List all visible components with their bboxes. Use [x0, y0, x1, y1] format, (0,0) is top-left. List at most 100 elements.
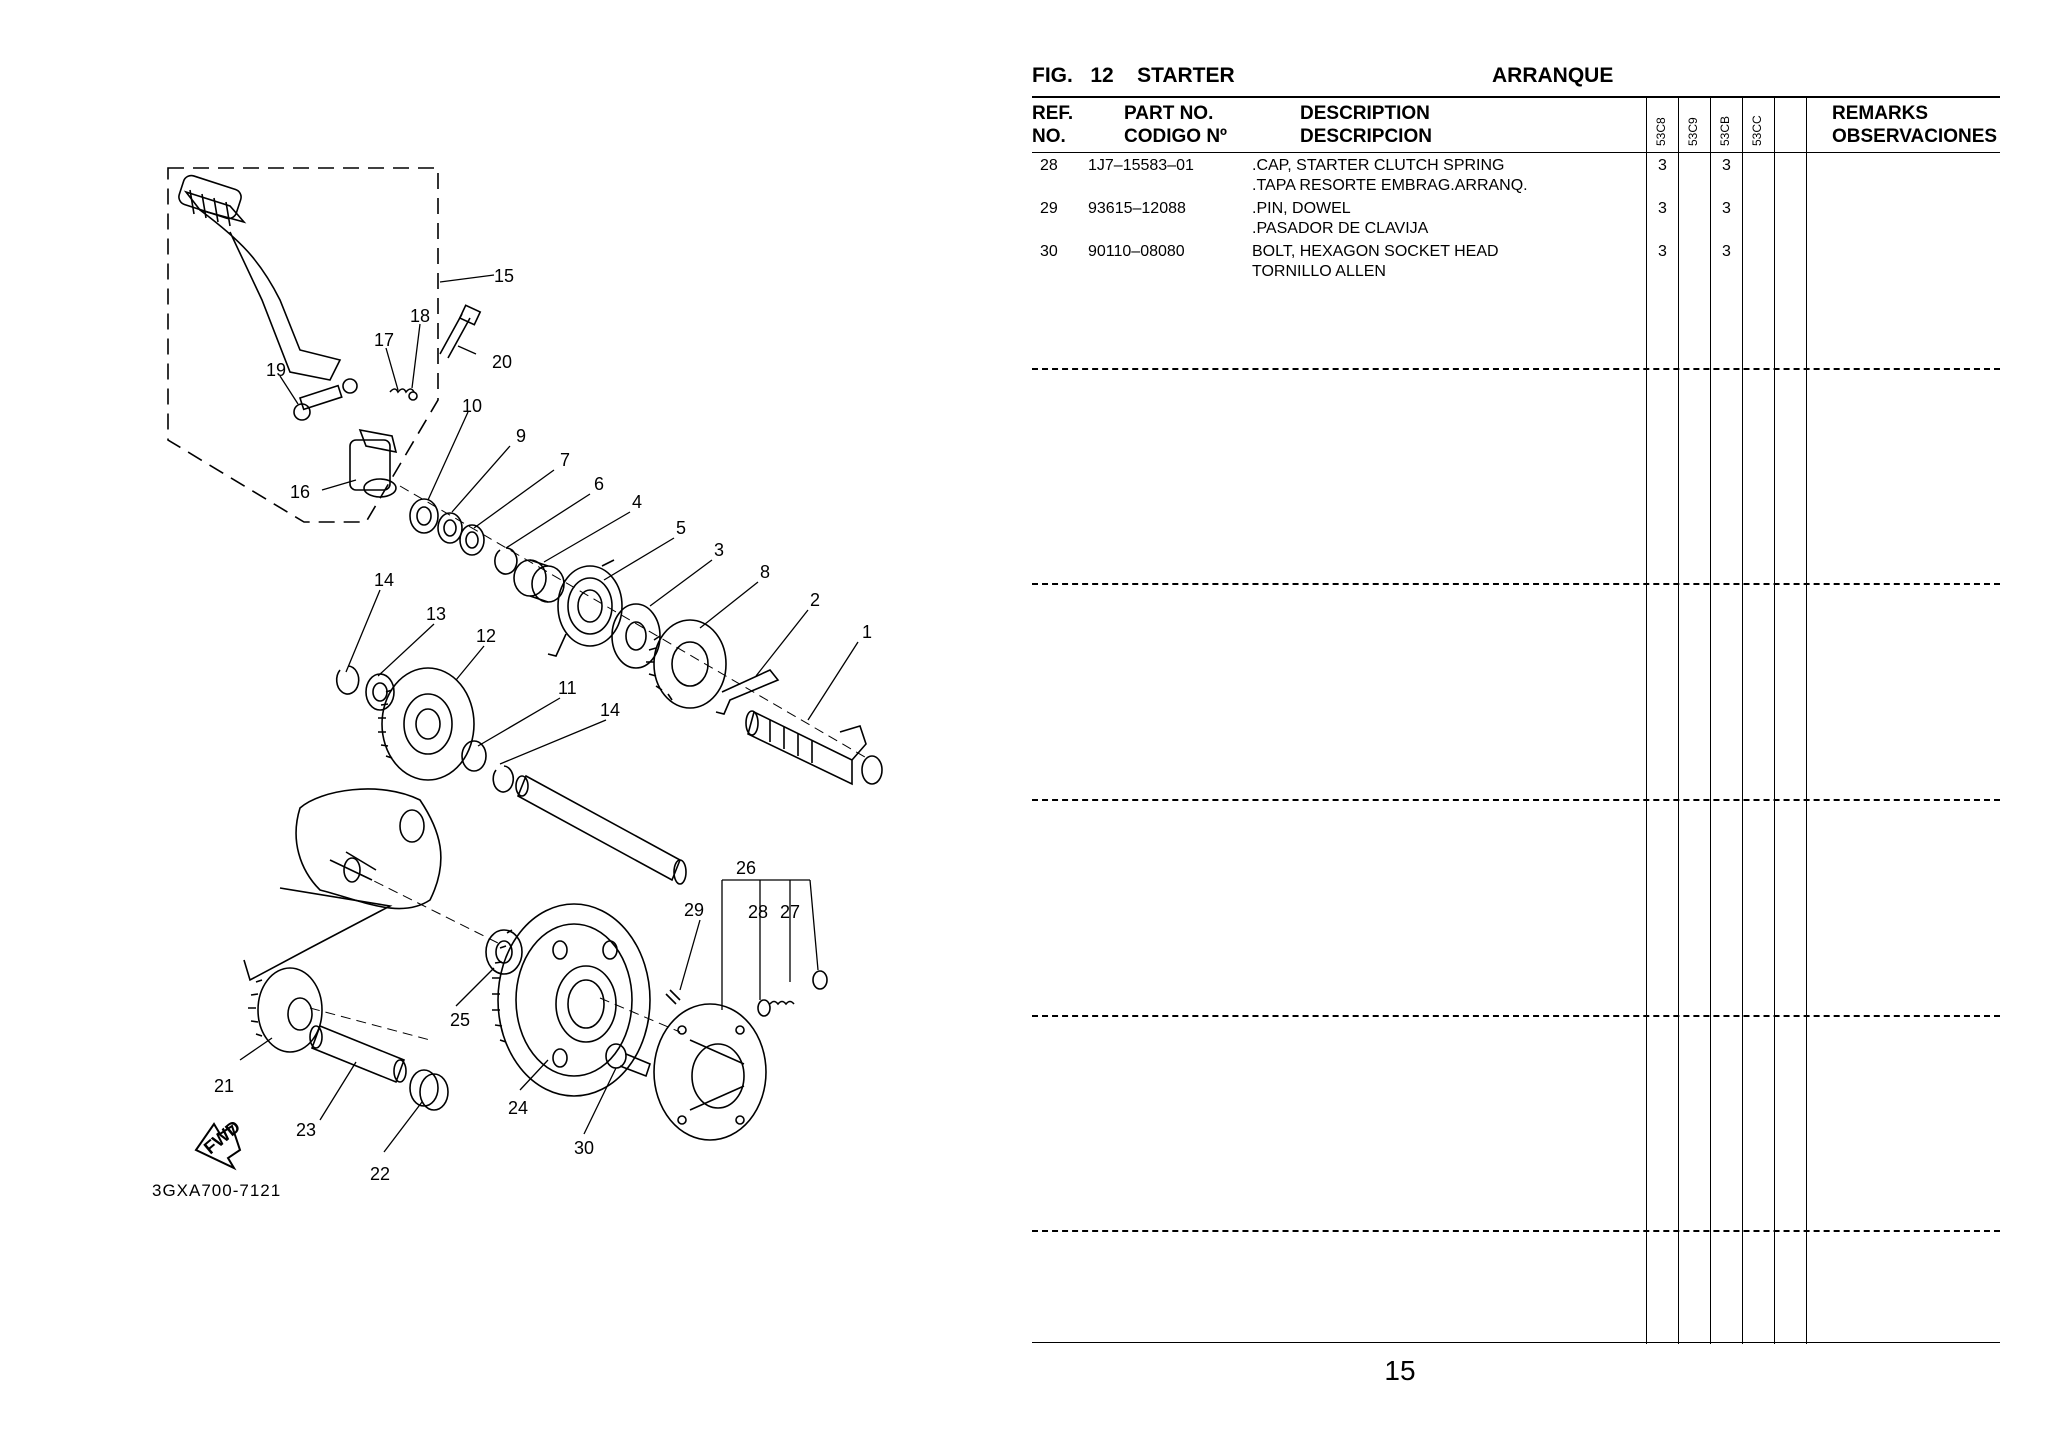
header-description: DESCRIPTION DESCRIPCION — [1300, 103, 1432, 147]
col-rule-5 — [1774, 96, 1775, 1344]
diagram-code: 3GXA700-7121 — [152, 1181, 281, 1200]
circlip-upper — [335, 665, 360, 695]
callout-25: 25 — [450, 1010, 470, 1030]
shaft-axis — [399, 485, 871, 761]
table-bottom-rule — [1032, 1342, 2000, 1343]
callout-22: 22 — [370, 1164, 390, 1184]
washer-2-inner — [465, 531, 479, 549]
col-rule-2 — [1678, 96, 1679, 1344]
parts-list-page: FIG. 12 STARTER ARRANQUE REF. NO. PART N… — [1032, 0, 2000, 1447]
callout-18: 18 — [410, 306, 430, 326]
callout-21: 21 — [214, 1076, 234, 1096]
large-washer-inner — [625, 621, 647, 651]
guide-line — [359, 873, 681, 1033]
circlip — [494, 547, 518, 575]
callout-9: 9 — [516, 426, 526, 446]
clip-spring — [715, 669, 780, 715]
section-separator — [1032, 368, 2000, 370]
header-model-2: 53C9 — [1686, 117, 1700, 146]
header-top-rule — [1032, 96, 2000, 98]
callout-17: 17 — [374, 330, 394, 350]
clutch-spring-cap — [757, 970, 828, 1017]
crankcase-section — [243, 788, 442, 982]
starter-wheel-gear — [492, 903, 651, 1097]
torsion-spring — [547, 559, 623, 657]
col-rule-4 — [1742, 96, 1743, 1344]
circlip-lower — [492, 765, 515, 793]
header-model-3: 53CB — [1718, 115, 1732, 146]
washer-2 — [459, 524, 485, 556]
title-es: ARRANQUE — [1492, 64, 1614, 87]
fig-number: 12 — [1090, 64, 1114, 87]
col-rule-3 — [1710, 96, 1711, 1344]
callout-3: 3 — [714, 540, 724, 560]
section-separator — [1032, 1015, 2000, 1017]
bolt-long — [439, 304, 482, 359]
header-ref: REF. NO. — [1032, 103, 1074, 147]
idle-gear-shaft — [309, 1024, 407, 1084]
idle-gear-2 — [248, 967, 323, 1053]
collar-inner — [416, 506, 432, 526]
idle-gear — [378, 667, 475, 781]
exploded-parts-diagram: 1 2 3 4 5 6 7 8 9 10 11 12 13 14 14 15 1… — [152, 167, 883, 1200]
ball — [408, 391, 418, 401]
header-model-1: 53C8 — [1654, 117, 1668, 146]
header-part-no: PART NO. CODIGO Nº — [1124, 103, 1227, 147]
kick-shaft — [745, 710, 883, 786]
bushing — [513, 559, 565, 603]
callout-14-upper: 14 — [374, 570, 394, 590]
col-rule-6 — [1806, 96, 1807, 1344]
kick-boss — [349, 428, 398, 498]
washer-small — [461, 740, 487, 772]
kick-assembly-boundary — [167, 167, 439, 523]
idle-shaft — [515, 774, 687, 885]
header-model-4: 53CC — [1750, 115, 1764, 146]
callout-19: 19 — [266, 360, 286, 380]
callout-6: 6 — [594, 474, 604, 494]
callout-1: 1 — [862, 622, 872, 642]
callout-12: 12 — [476, 626, 496, 646]
hex-socket-bolt — [605, 1043, 651, 1078]
washer — [437, 512, 463, 544]
callout-11: 11 — [558, 678, 577, 698]
callout-14-lower: 14 — [600, 700, 620, 720]
thrust-washer-inner — [495, 940, 513, 964]
callout-10: 10 — [462, 396, 482, 416]
dowel-pin — [665, 989, 681, 1005]
callout-30: 30 — [574, 1138, 594, 1158]
callout-26: 26 — [736, 858, 756, 878]
callout-leaders — [239, 274, 859, 1153]
callout-5: 5 — [676, 518, 686, 538]
bush — [409, 1069, 449, 1111]
section-separator — [1032, 583, 2000, 585]
callout-8: 8 — [760, 562, 770, 582]
starter-clutch — [653, 1003, 767, 1141]
ratchet-gear — [646, 619, 727, 709]
large-washer — [611, 603, 661, 669]
callout-16: 16 — [290, 482, 310, 502]
callout-23: 23 — [296, 1120, 316, 1140]
bolt — [293, 384, 343, 421]
header-bottom-rule — [1032, 152, 2000, 153]
callout-15: 15 — [494, 266, 514, 286]
idler-washer-inner — [372, 682, 388, 702]
kick-pedal-arm — [178, 174, 358, 394]
callout-13: 13 — [426, 604, 446, 624]
callout-24: 24 — [508, 1098, 528, 1118]
section-separator — [1032, 799, 2000, 801]
washer-inner — [443, 519, 457, 537]
callout-20: 20 — [492, 352, 512, 372]
spring — [389, 388, 415, 394]
title-en: STARTER — [1137, 64, 1235, 87]
callout-4: 4 — [632, 492, 642, 512]
fwd-arrow — [194, 1122, 242, 1171]
callout-27: 27 — [780, 902, 800, 922]
section-separator — [1032, 1230, 2000, 1232]
callout-28: 28 — [748, 902, 768, 922]
callout-2: 2 — [810, 590, 820, 610]
callout-29: 29 — [684, 900, 704, 920]
col-rule-1 — [1646, 96, 1647, 1344]
callout-numbers: 1 2 3 4 5 6 7 8 9 10 11 12 13 14 14 15 1… — [214, 266, 872, 1184]
guide-line-2 — [309, 1007, 431, 1041]
collar — [409, 498, 439, 534]
